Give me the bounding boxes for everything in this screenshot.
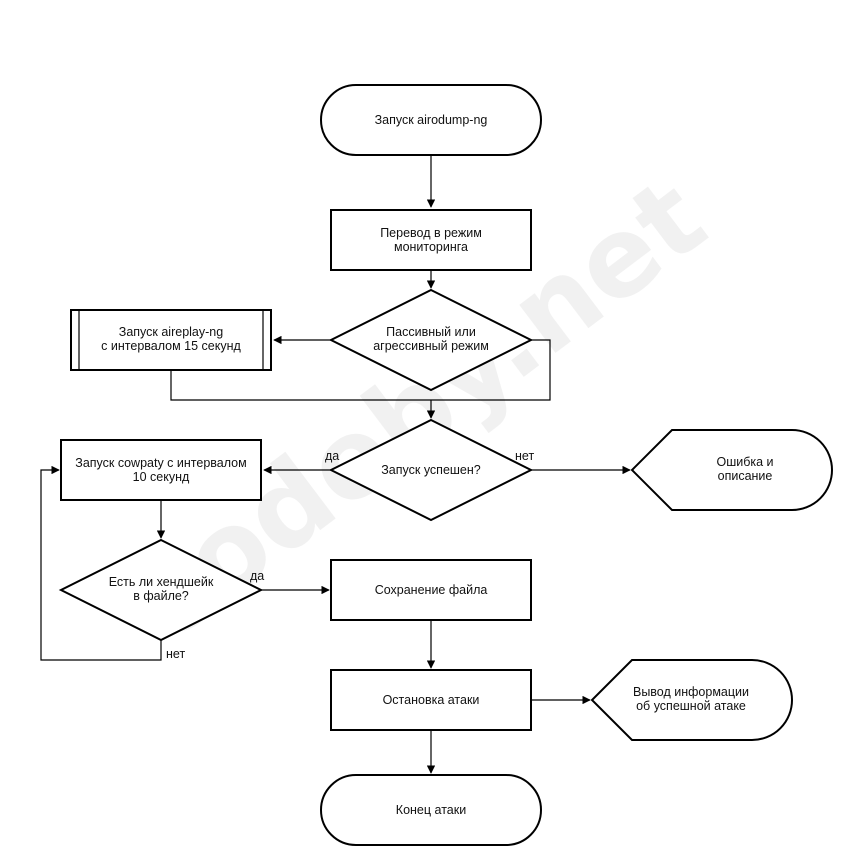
node-monitor: Перевод в режим мониторинга [330, 209, 532, 271]
node-success-output: Вывод информации об успешной атаке [590, 659, 793, 741]
node-cowpaty-label-line1: Запуск cowpaty с интервалом [75, 456, 246, 470]
node-monitor-label-line2: мониторинга [394, 240, 468, 254]
node-monitor-label-line1: Перевод в режим [380, 226, 482, 240]
edge-handshake-no-loop [40, 465, 162, 661]
node-success-output-label-line1: Вывод информации [633, 685, 749, 699]
node-success-decision: Запуск успешен? [328, 418, 534, 522]
node-mode-decision: Пассивный или агрессивный режим [328, 288, 534, 392]
node-cowpaty-label-line2: 10 секунд [133, 470, 190, 484]
node-stop-attack: Остановка атаки [330, 669, 532, 731]
node-save-file: Сохранение файла [330, 559, 532, 621]
edge-label-handshake-no: нет [166, 647, 185, 661]
node-handshake-decision: Есть ли хендшейк в файле? [58, 538, 264, 642]
node-handshake-decision-label-line2: в файле? [133, 589, 189, 603]
node-start: Запуск airodump-ng [320, 84, 542, 156]
node-aireplay: Запуск aireplay-ng с интервалом 15 секун… [70, 309, 272, 371]
node-success-decision-label: Запуск успешен? [381, 463, 481, 477]
node-stop-attack-label: Остановка атаки [383, 693, 480, 707]
node-aireplay-label-line2: с интервалом 15 секунд [101, 339, 241, 353]
edge-label-success-no: нет [515, 449, 534, 463]
edge-mode-to-merge [431, 339, 551, 401]
node-error-label-line1: Ошибка и [716, 455, 773, 469]
node-success-output-label-line2: об успешной атаке [636, 699, 746, 713]
edge-aireplay-to-merge [170, 370, 431, 401]
node-cowpaty: Запуск cowpaty с интервалом 10 секунд [60, 439, 262, 501]
node-save-file-label: Сохранение файла [375, 583, 488, 597]
edge-label-handshake-yes: да [250, 569, 264, 583]
node-handshake-decision-label-line1: Есть ли хендшейк [109, 575, 214, 589]
node-end: Конец атаки [320, 774, 542, 846]
node-error-label-line2: описание [718, 469, 773, 483]
node-end-label: Конец атаки [396, 803, 466, 817]
node-aireplay-label-line1: Запуск aireplay-ng [119, 325, 223, 339]
node-mode-decision-label-line2: агрессивный режим [373, 339, 489, 353]
node-error: Ошибка и описание [630, 429, 833, 511]
edge-label-success-yes: да [325, 449, 339, 463]
node-start-label: Запуск airodump-ng [375, 113, 488, 127]
node-mode-decision-label-line1: Пассивный или [386, 325, 476, 339]
